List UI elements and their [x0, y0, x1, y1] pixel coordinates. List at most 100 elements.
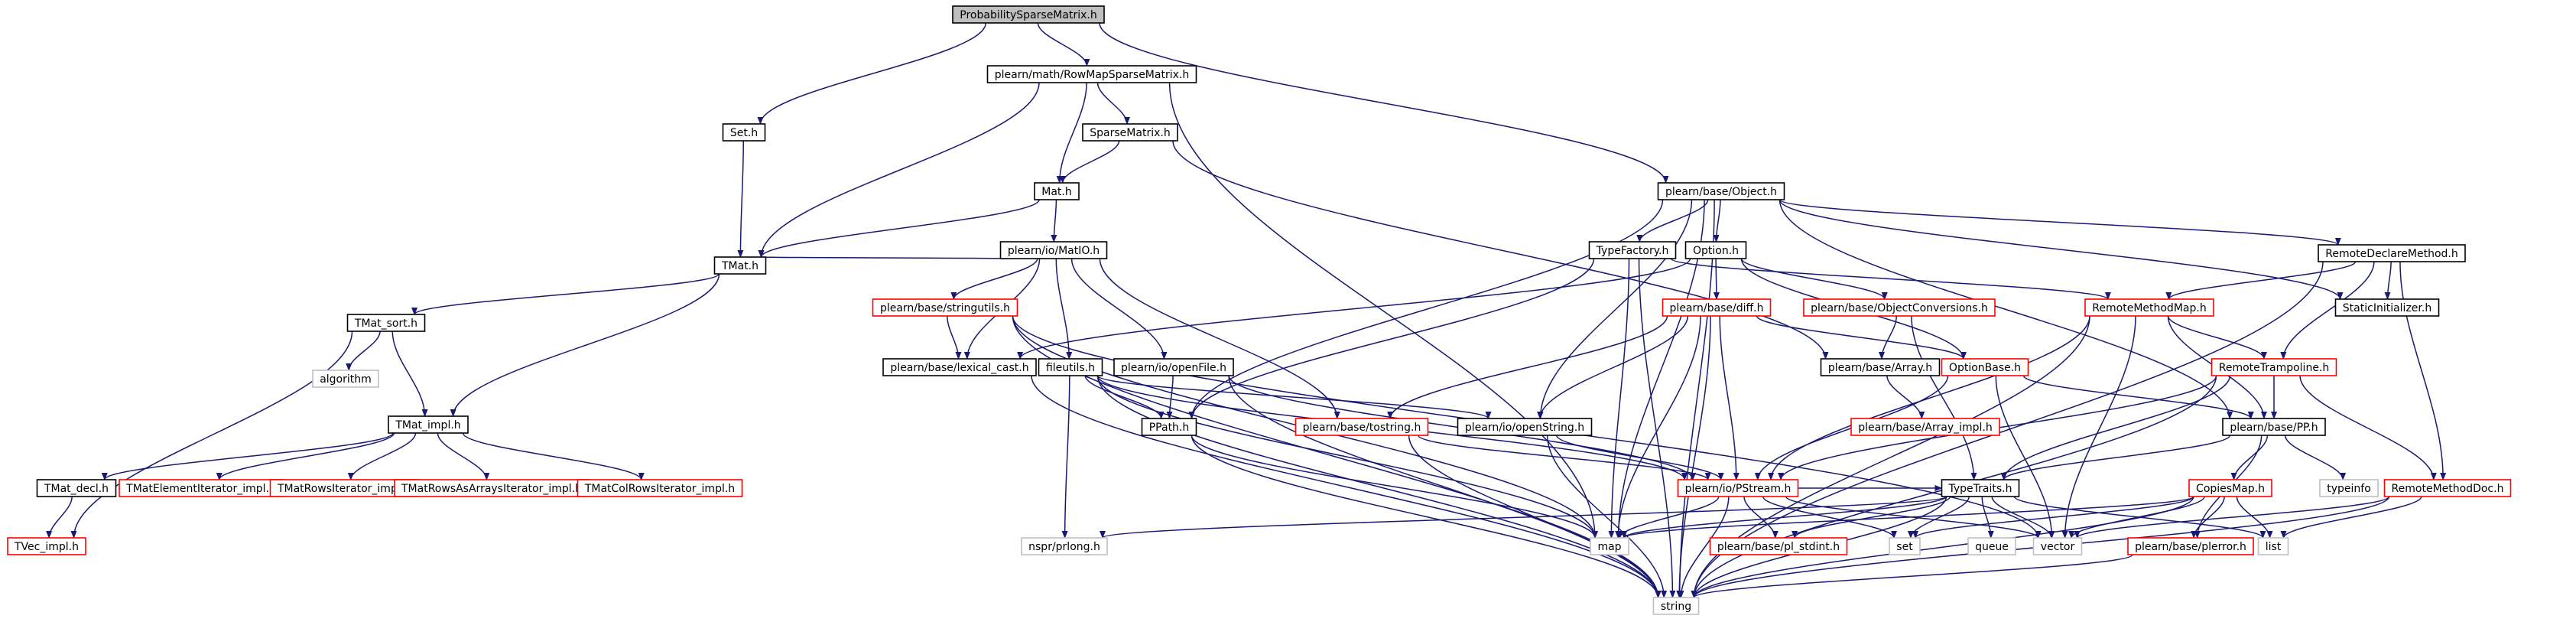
- node-label: RemoteMethodDoc.h: [2392, 483, 2504, 495]
- node-tmat-impl-h[interactable]: TMat_impl.h: [388, 415, 469, 434]
- node-box: [1590, 537, 1629, 555]
- node-sparsematrix-h[interactable]: SparseMatrix.h: [1082, 123, 1178, 142]
- node-box: [2127, 537, 2254, 555]
- node-label: PPath.h: [1149, 422, 1190, 434]
- node-optionbase-h[interactable]: OptionBase.h: [1941, 358, 2029, 376]
- edge-remotedeclare-to-remotemethodmap: [2165, 261, 2357, 300]
- edge-option-to-objconv: [1740, 258, 1888, 300]
- node-tmat-sort-h[interactable]: TMat_sort.h: [346, 314, 426, 332]
- edge-array-to-arrayimpl: [1886, 375, 1925, 419]
- node-box: [872, 298, 1018, 317]
- node-label: plearn/base/Array.h: [1828, 362, 1932, 374]
- edge-ppath-to-string: [1191, 435, 1662, 598]
- node-typetraits-h[interactable]: TypeTraits.h: [1941, 479, 2020, 497]
- edge-diff-to-openstring: [1537, 315, 1689, 419]
- node-tmatrowsasarraysiterator-impl-h[interactable]: TMatRowsAsArraysIterator_impl.h: [394, 479, 590, 497]
- edge-plerror-to-string: [1691, 554, 2133, 598]
- node-remotemethodmap-h[interactable]: RemoteMethodMap.h: [2084, 298, 2214, 317]
- node-plearn-io-openfile-h[interactable]: plearn/io/openFile.h: [1113, 358, 1234, 376]
- node-box: [2334, 298, 2440, 317]
- node-box: [1652, 597, 1700, 615]
- edge-diff-to-string: [1676, 315, 1711, 598]
- node-box: [1709, 537, 1848, 555]
- edge-object-to-staticinit: [1779, 199, 2344, 300]
- node-tmatrowsiterator-impl-h[interactable]: TMatRowsIterator_impl.h: [269, 479, 419, 497]
- node-tvec-impl-h[interactable]: TVec_impl.h: [7, 537, 86, 555]
- node-plearn-math-rowmapsparsematrix-h[interactable]: plearn/math/RowMapSparseMatrix.h: [986, 65, 1197, 83]
- edge-fileutils-to-string: [1096, 375, 1662, 598]
- node-remotedeclaremethod-h[interactable]: RemoteDeclareMethod.h: [2318, 244, 2466, 262]
- edge-rowmap-to-sparse: [1096, 82, 1130, 125]
- node-box: [2257, 537, 2289, 555]
- node-plearn-io-pstream-h[interactable]: plearn/io/PStream.h: [1677, 479, 1799, 497]
- edge-remotetramp-to-typetraits: [2000, 375, 2231, 480]
- node-remotetrampoline-h[interactable]: RemoteTrampoline.h: [2211, 358, 2337, 376]
- edge-copiesmap-to-list: [2236, 496, 2273, 539]
- node-staticinitializer-h[interactable]: StaticInitializer.h: [2334, 298, 2440, 317]
- node-plearn-base-lexical-cast-h[interactable]: plearn/base/lexical_cast.h: [882, 358, 1037, 376]
- node-label: TMatRowsAsArraysIterator_impl.h: [401, 483, 582, 495]
- node-box: [1588, 241, 1677, 259]
- node-fileutils-h[interactable]: fileutils.h: [1038, 358, 1103, 376]
- node-plearn-base-array-h[interactable]: plearn/base/Array.h: [1820, 358, 1941, 376]
- node-plearn-base-pp-h[interactable]: plearn/base/PP.h: [2222, 418, 2326, 436]
- edge-pstream-to-plstdint: [1743, 496, 1779, 539]
- edge-tmatimpl-to-tmatelem: [216, 432, 395, 480]
- node-box: [1850, 418, 2000, 436]
- edge-rowmap-to-tmat: [758, 82, 1040, 258]
- node-tmatcolrowsiterator-impl-h[interactable]: TMatColRowsIterator_impl.h: [577, 479, 743, 497]
- edge-typetraits-to-queue: [1981, 496, 1994, 539]
- node-box: [1038, 358, 1103, 376]
- edge-object-to-ppath: [1188, 199, 1664, 419]
- node-plearn-base-stringutils-h[interactable]: plearn/base/stringutils.h: [872, 298, 1018, 317]
- edge-fileutils-to-nsprprlong: [1061, 375, 1070, 539]
- node-plearn-io-openstring-h[interactable]: plearn/io/openString.h: [1457, 418, 1593, 436]
- edge-remotetramp-to-remotemethoddoc: [2299, 375, 2437, 480]
- node-box: [1662, 298, 1772, 317]
- node-tmat-decl-h[interactable]: TMat_decl.h: [36, 479, 117, 497]
- node-label: CopiesMap.h: [2196, 483, 2265, 495]
- node-box: [2318, 244, 2466, 262]
- edge-tmatsort-to-tmatimpl: [391, 331, 428, 417]
- node-option-h[interactable]: Option.h: [1684, 241, 1747, 259]
- node-ppath-h[interactable]: PPath.h: [1141, 418, 1197, 436]
- node-tmat-h[interactable]: TMat.h: [713, 256, 767, 275]
- node-set-h[interactable]: Set.h: [722, 123, 766, 142]
- edge-typefactory-to-ppath: [1188, 258, 1595, 419]
- node-plearn-base-array-impl-h[interactable]: plearn/base/Array_impl.h: [1850, 418, 2000, 436]
- node-box: [1657, 182, 1785, 200]
- node-plearn-base-plerror-h[interactable]: plearn/base/plerror.h: [2127, 537, 2254, 555]
- node-label: plearn/io/PStream.h: [1685, 483, 1792, 495]
- node-box: [7, 537, 86, 555]
- edge-matio-to-openfile: [1070, 258, 1168, 360]
- node-plearn-base-object-h[interactable]: plearn/base/Object.h: [1657, 182, 1785, 200]
- edge-matio-to-tmat: [760, 256, 1008, 265]
- edge-remotedeclare-to-remotetramp: [2280, 261, 2375, 360]
- node-label: list: [2266, 541, 2282, 553]
- node-label: TMat_decl.h: [44, 483, 109, 495]
- node-plearn-base-objectconversions-h[interactable]: plearn/base/ObjectConversions.h: [1803, 298, 1996, 317]
- edge-object-to-remotedeclare: [1779, 199, 2341, 246]
- node-mat-h[interactable]: Mat.h: [1034, 182, 1080, 200]
- edge-typefactory-to-string: [1638, 258, 1676, 598]
- node-label: SparseMatrix.h: [1090, 127, 1170, 139]
- edge-tmatdecl-to-tvecimpl: [46, 496, 73, 539]
- node-label: map: [1597, 541, 1621, 553]
- node-box: [1889, 537, 1921, 555]
- node-remotemethoddoc-h[interactable]: RemoteMethodDoc.h: [2383, 479, 2512, 497]
- node-box: [2211, 358, 2337, 376]
- node-box: [1294, 418, 1429, 436]
- node-copiesmap-h[interactable]: CopiesMap.h: [2188, 479, 2272, 497]
- node-plearn-io-matio-h[interactable]: plearn/io/MatIO.h: [999, 241, 1108, 259]
- node-typefactory-h[interactable]: TypeFactory.h: [1588, 241, 1677, 259]
- node-box: [1113, 358, 1234, 376]
- edge-tmatsort-to-tvecimpl: [70, 331, 353, 539]
- node-label: Mat.h: [1041, 186, 1071, 198]
- edge-openfile-to-string: [1228, 375, 1662, 598]
- node-plearn-base-tostring-h[interactable]: plearn/base/tostring.h: [1294, 418, 1429, 436]
- node-box: [986, 65, 1197, 83]
- node-plearn-base-pl-stdint-h[interactable]: plearn/base/pl_stdint.h: [1709, 537, 1848, 555]
- node-plearn-base-diff-h[interactable]: plearn/base/diff.h: [1662, 298, 1772, 317]
- node-box: [1082, 123, 1178, 142]
- node-tmatelementiterator-impl-h[interactable]: TMatElementIterator_impl.h: [119, 479, 284, 497]
